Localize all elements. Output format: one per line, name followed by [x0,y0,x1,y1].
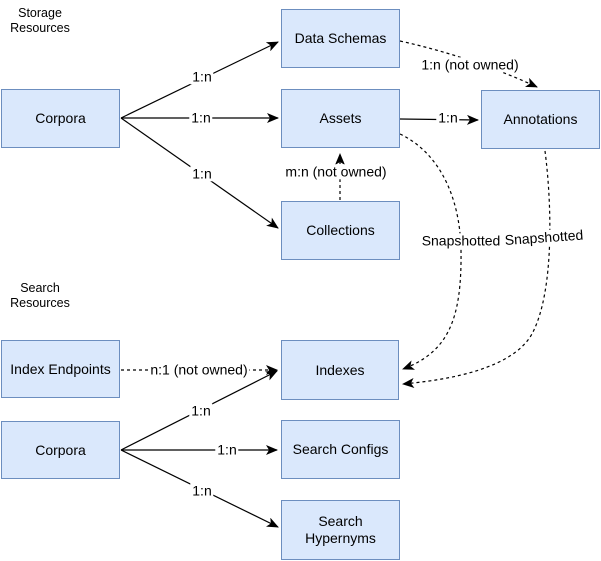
node-label: Indexes [315,361,365,378]
edge-annotations-to-indexes-snapshot [402,150,551,388]
node-label: Index Endpoints [10,360,111,377]
edge-label-1n-corpora-searchhypernyms: 1:n [190,482,214,499]
node-label: Corpora [35,441,86,458]
node-corpora-storage[interactable]: Corpora [1,89,120,148]
node-label: Search Configs [292,441,389,458]
node-corpora-search[interactable]: Corpora [1,421,120,479]
node-label: Search Hypernyms [305,513,376,546]
edge-label-snapshotted-assets: Snapshotted [419,232,503,249]
edge-assets-to-indexes-snapshot [399,133,462,370]
edge-label-1n-corpora-searchconfigs: 1:n [215,441,239,458]
node-label: Data Schemas [294,30,387,47]
search-resources-label: Search Resources [10,281,70,310]
node-data-schemas[interactable]: Data Schemas [281,9,400,68]
edge-label-mn-not-owned: m:n (not owned) [283,163,389,180]
node-label: Corpora [35,110,86,127]
node-assets[interactable]: Assets [281,89,400,148]
edge-label-1n-corpora-assets: 1:n [189,109,213,126]
node-search-hypernyms[interactable]: Search Hypernyms [281,500,400,560]
edge-label-1n-assets-annotations: 1:n [436,109,460,126]
edge-label-1n-not-owned: 1:n (not owned) [419,56,521,73]
storage-resources-label: Storage Resources [10,6,70,35]
edge-label-1n-corpora-indexes: 1:n [189,402,213,419]
node-index-endpoints[interactable]: Index Endpoints [1,340,120,398]
edge-label-n1-not-owned: n:1 (not owned) [148,361,250,378]
node-label: Assets [319,110,362,127]
node-label: Collections [306,222,375,239]
node-search-configs[interactable]: Search Configs [281,420,400,479]
node-indexes[interactable]: Indexes [281,340,399,400]
node-collections[interactable]: Collections [281,201,400,260]
node-label: Annotations [503,111,578,128]
node-annotations[interactable]: Annotations [481,90,600,149]
edge-label-1n-corpora-collections: 1:n [190,165,214,182]
edge-label-1n-corpora-dataschemas: 1:n [190,68,214,85]
